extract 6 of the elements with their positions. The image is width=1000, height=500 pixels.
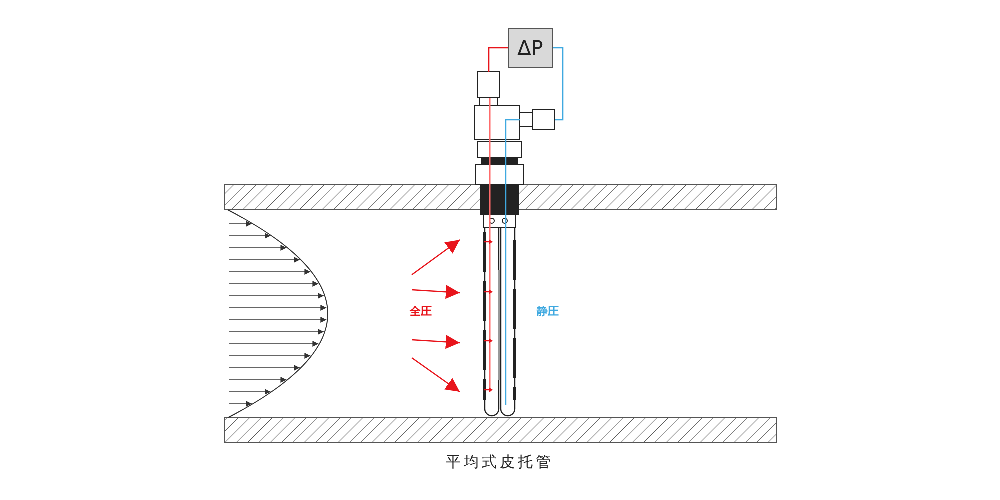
total-pressure-label: 全圧 — [410, 304, 432, 319]
differential-pressure-box: ΔP — [508, 28, 553, 68]
tubing-line — [488, 47, 508, 72]
tubing-line — [553, 47, 564, 121]
caption: 平均式皮托管 — [446, 453, 554, 471]
static-pressure-label: 静圧 — [537, 304, 559, 319]
